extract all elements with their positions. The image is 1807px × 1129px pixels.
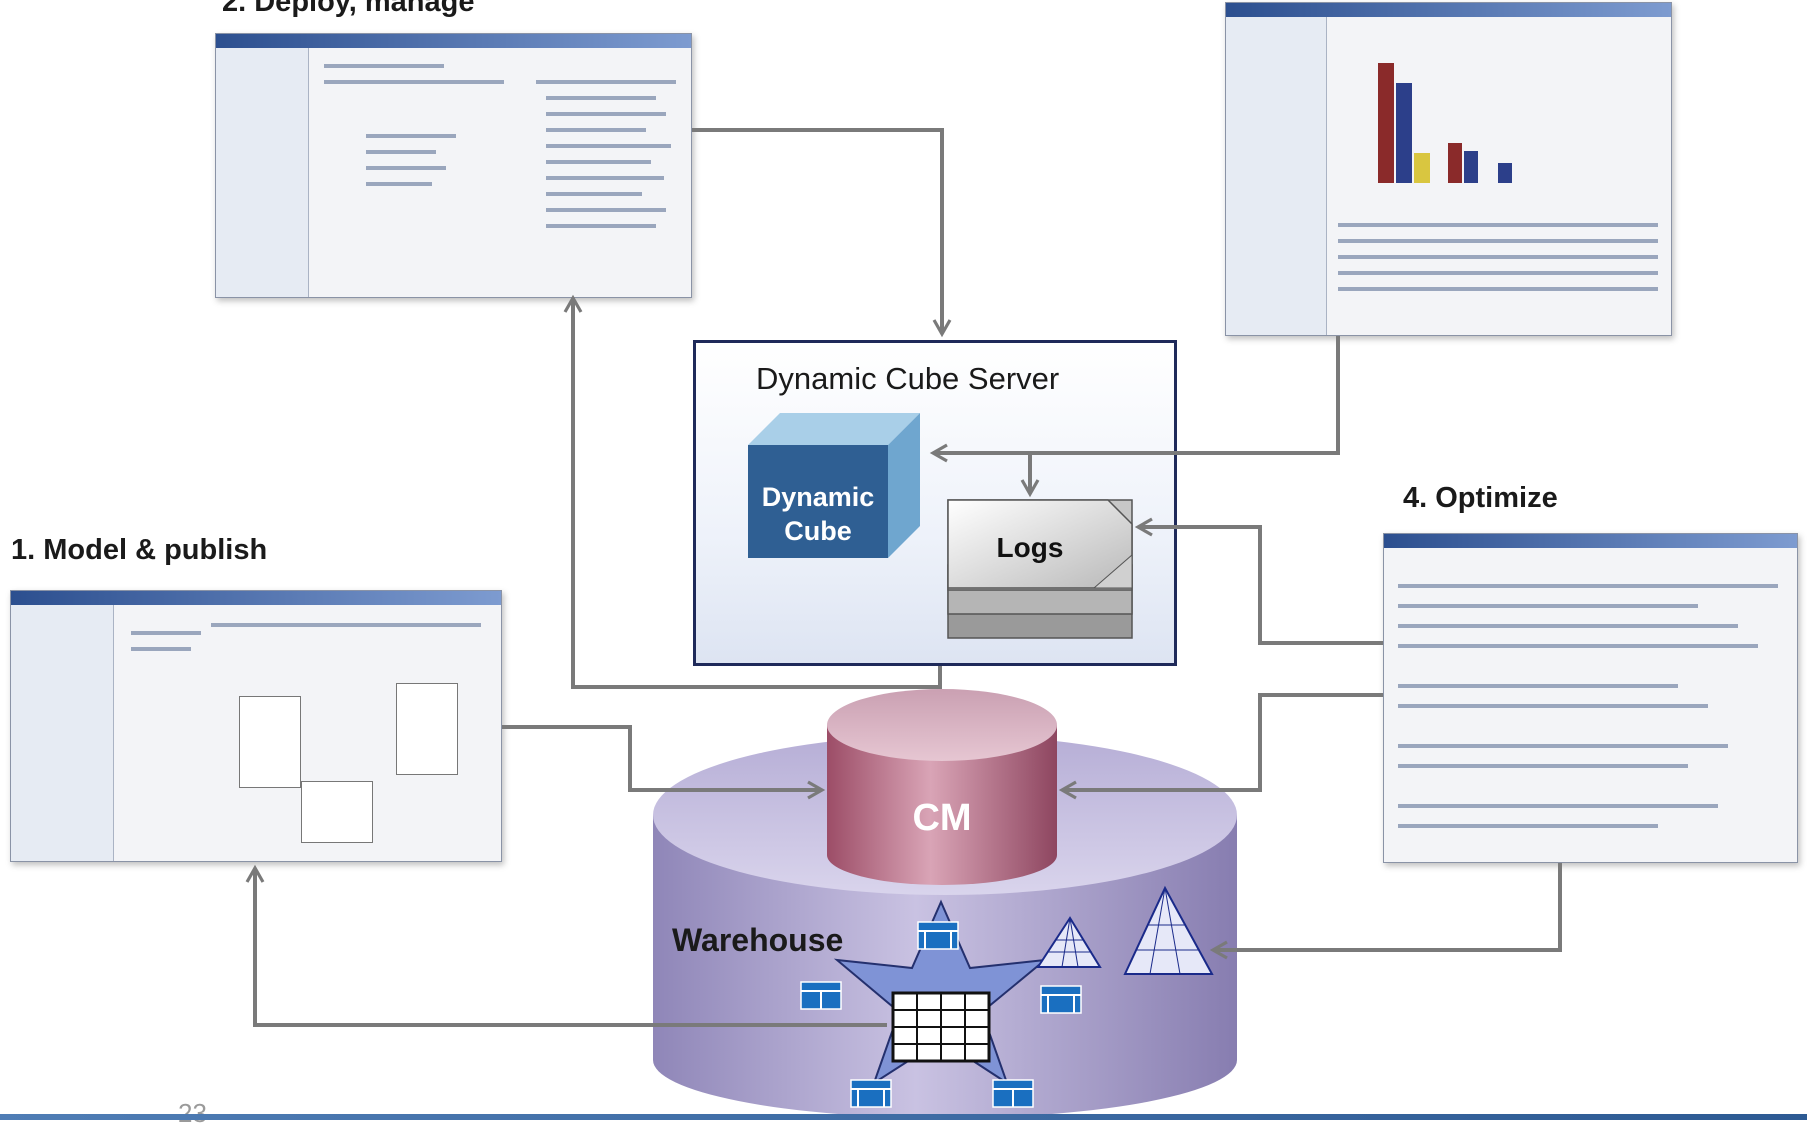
arrow-model-to-cm — [502, 725, 826, 800]
warehouse-label: Warehouse — [672, 922, 843, 958]
cube-label-line1: Dynamic — [762, 482, 875, 512]
cube-label-line2: Cube — [784, 516, 852, 546]
logs-label: Logs — [997, 532, 1064, 563]
arrow-warehouse-to-model — [245, 864, 887, 1027]
arrow-analysis-to-cube — [929, 336, 1340, 463]
analysis-screenshot — [1225, 2, 1672, 336]
deploy-manage-label: 2. Deploy, manage — [222, 0, 475, 18]
optimize-screenshot — [1383, 533, 1798, 863]
arrow-optimize-to-cm — [1058, 693, 1383, 800]
connector-arrows — [245, 128, 1562, 1027]
aggregate-pyramid-icon — [1036, 885, 1214, 975]
arrow-cm-to-deploy — [563, 294, 942, 689]
deploy-manage-screenshot — [215, 33, 692, 298]
footer-rule — [0, 1114, 1807, 1120]
3d-cube-icon — [748, 413, 920, 558]
arrow-deploy-to-server — [692, 128, 952, 338]
server-title: Dynamic Cube Server — [756, 361, 1060, 396]
arrow-optimize-to-logs — [1134, 517, 1383, 645]
star-schema-icon — [833, 899, 1049, 1086]
stacked-documents-icon — [947, 499, 1133, 639]
arrow-optimize-to-pyramid — [1209, 863, 1562, 960]
optimize-label: 4. Optimize — [1403, 482, 1558, 514]
cm-label: CM — [912, 797, 971, 839]
model-publish-label: 1. Model & publish — [11, 534, 268, 566]
model-publish-screenshot — [10, 590, 502, 862]
cm-cylinder — [827, 689, 1057, 885]
